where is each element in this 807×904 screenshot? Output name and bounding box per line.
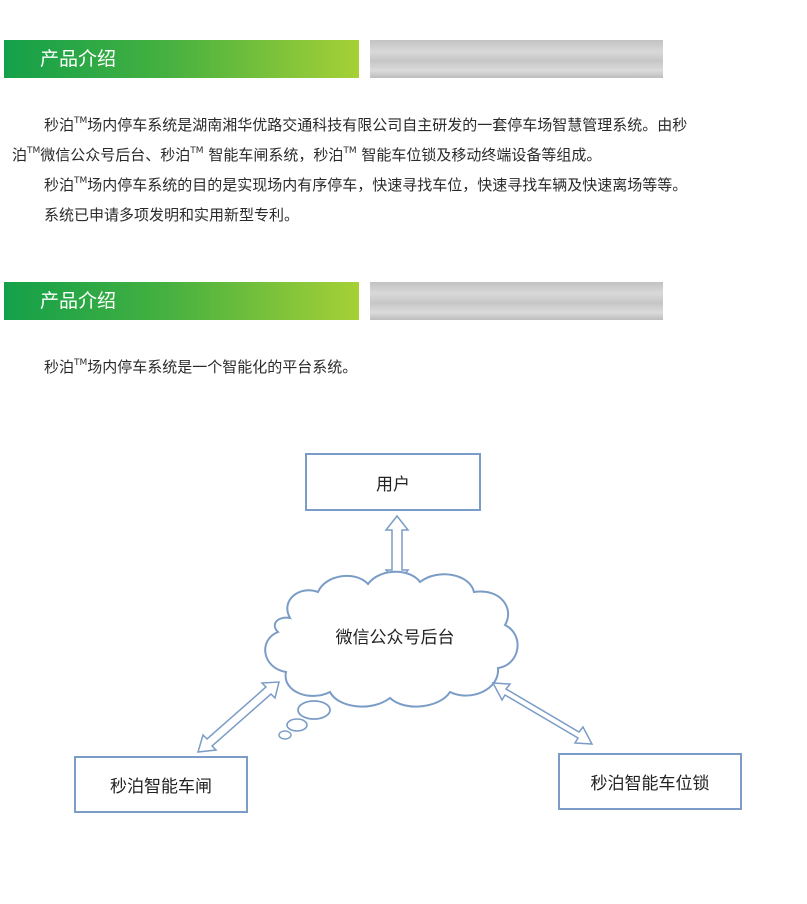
cloud-bubble <box>278 730 292 740</box>
user-box-label: 用户 <box>376 475 410 495</box>
section-header-decoration <box>370 282 663 320</box>
lock-box-label: 秒泊智能车位锁 <box>591 774 710 794</box>
intro-line-2: 泊TM微信公众号后台、秒泊TM 智能车闸系统，秒泊TM 智能车位锁及移动终端设备… <box>12 146 602 164</box>
platform-paragraph: 秒泊TM场内停车系统是一个智能化的平台系统。 <box>12 352 772 382</box>
section-header-product-intro: 产品介绍 <box>4 40 359 78</box>
section-header-decoration <box>370 40 663 78</box>
user-box: 用户 <box>305 453 481 511</box>
cloud-lock-arrow <box>491 682 594 745</box>
cloud-bubble <box>286 718 308 732</box>
wechat-cloud: 微信公众号后台 <box>264 570 519 740</box>
platform-line: 秒泊TM场内停车系统是一个智能化的平台系统。 <box>44 358 358 376</box>
section-header-product-intro-2: 产品介绍 <box>4 282 359 320</box>
section-title: 产品介绍 <box>40 48 117 70</box>
intro-paragraph: 秒泊TM场内停车系统是湖南湘华优路交通科技有限公司自主研发的一套停车场智慧管理系… <box>12 110 772 230</box>
lock-box: 秒泊智能车位锁 <box>558 753 742 810</box>
section-title: 产品介绍 <box>40 290 117 312</box>
cloud-bubble <box>297 700 331 720</box>
intro-line-4: 系统已申请多项发明和实用新型专利。 <box>44 206 300 224</box>
cloud-gate-arrow <box>196 681 280 753</box>
gate-box-label: 秒泊智能车闸 <box>110 777 212 797</box>
intro-line-1: 秒泊TM场内停车系统是湖南湘华优路交通科技有限公司自主研发的一套停车场智慧管理系… <box>44 116 688 134</box>
system-diagram: 用户 微信公众号后台 秒泊智能车闸 秒泊智能车位锁 <box>74 453 742 813</box>
intro-line-3: 秒泊TM场内停车系统的目的是实现场内有序停车，快速寻找车位，快速寻找车辆及快速离… <box>44 176 688 194</box>
gate-box: 秒泊智能车闸 <box>74 756 248 813</box>
cloud-label: 微信公众号后台 <box>336 628 455 648</box>
